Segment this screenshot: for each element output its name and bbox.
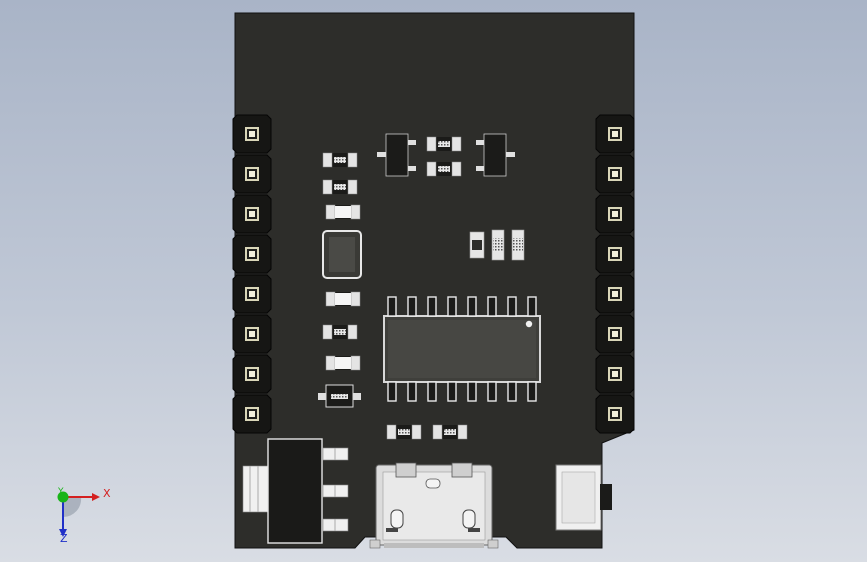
ic-pin <box>407 296 417 317</box>
smd-resistor <box>322 179 358 195</box>
ic-pin <box>507 296 517 317</box>
header-pin <box>595 394 635 434</box>
header-pin <box>595 354 635 394</box>
header-pin <box>232 394 272 434</box>
smd-resistor <box>426 136 462 152</box>
ic-pin <box>387 296 397 317</box>
header-pin <box>232 194 272 234</box>
ic-pin <box>467 296 477 317</box>
crystal-component <box>322 230 362 279</box>
ic-pin <box>447 381 457 402</box>
header-pin <box>595 274 635 314</box>
sot23-transistor-right <box>476 133 515 177</box>
header-pin <box>595 194 635 234</box>
header-pin <box>595 314 635 354</box>
right-pin-header <box>595 114 635 434</box>
header-pin <box>595 234 635 274</box>
header-pin <box>232 274 272 314</box>
ic-pin <box>387 381 397 402</box>
smd-capacitor <box>325 204 361 220</box>
ic-pin <box>527 381 537 402</box>
smd-resistor <box>322 324 358 340</box>
smd-diode <box>318 384 361 408</box>
ic-pin <box>527 296 537 317</box>
smd-resistor <box>432 424 468 440</box>
sot223-regulator <box>242 438 349 544</box>
smd-resistor <box>386 424 422 440</box>
smd-resistor <box>426 161 462 177</box>
sot23-transistor-left <box>377 133 416 177</box>
ic-pin <box>467 381 477 402</box>
smd-resistors <box>322 136 468 440</box>
header-pin <box>232 314 272 354</box>
header-pin <box>232 234 272 274</box>
ic-pin <box>487 381 497 402</box>
y-axis-label: Y <box>57 487 64 497</box>
vertical-resistor-pair <box>469 229 525 261</box>
usb-c-connector <box>369 462 499 549</box>
ic-pin <box>427 381 437 402</box>
left-pin-header <box>232 114 272 434</box>
z-axis-label: Z <box>60 532 68 545</box>
smd-capacitor <box>325 291 361 307</box>
header-pin <box>232 114 272 154</box>
ic-pin <box>407 381 417 402</box>
x-axis-label: X <box>103 487 111 500</box>
ic-pin <box>507 381 517 402</box>
ic-pin <box>487 296 497 317</box>
smd-capacitor <box>325 355 361 371</box>
header-pin <box>232 154 272 194</box>
header-pin <box>595 154 635 194</box>
header-pin <box>595 114 635 154</box>
axis-triad: X Y Z <box>57 487 111 545</box>
slide-switch <box>555 464 612 531</box>
smd-resistor <box>322 152 358 168</box>
header-pin <box>232 354 272 394</box>
soic16-ic <box>383 296 541 402</box>
ic-pin <box>427 296 437 317</box>
ic-pin <box>447 296 457 317</box>
